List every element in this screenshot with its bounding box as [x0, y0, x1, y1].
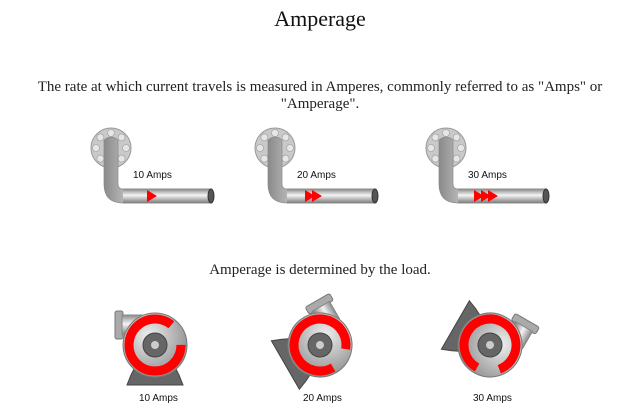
pump-icon-1 — [115, 311, 187, 385]
pipe-label-3: 30 Amps — [468, 170, 507, 181]
pipe-diagram-3 — [425, 127, 550, 204]
pump-icon-2 — [265, 293, 365, 392]
current-arrow-icon — [305, 190, 315, 202]
intro-text: The rate at which current travels is mea… — [37, 79, 603, 112]
current-arrows — [474, 190, 498, 202]
current-arrow-icon — [488, 190, 498, 202]
load-text: Amperage is determined by the load. — [209, 262, 431, 278]
current-arrow-icon — [481, 190, 491, 202]
current-arrow-icon — [312, 190, 322, 202]
pipe-label-2: 20 Amps — [297, 170, 336, 181]
current-arrow-icon — [147, 190, 157, 202]
pump-icon-3 — [439, 290, 539, 389]
pump-label-2: 20 Amps — [303, 393, 342, 404]
pipe-diagram-1 — [90, 127, 215, 204]
current-arrow-icon — [474, 190, 484, 202]
page-title: Amperage — [274, 6, 366, 31]
current-arrows — [305, 190, 322, 202]
current-arrows — [147, 190, 157, 202]
pump-label-3: 30 Amps — [473, 393, 512, 404]
pipe-label-1: 10 Amps — [133, 170, 172, 181]
pipe-diagram-2 — [254, 127, 379, 204]
pump-label-1: 10 Amps — [139, 393, 178, 404]
